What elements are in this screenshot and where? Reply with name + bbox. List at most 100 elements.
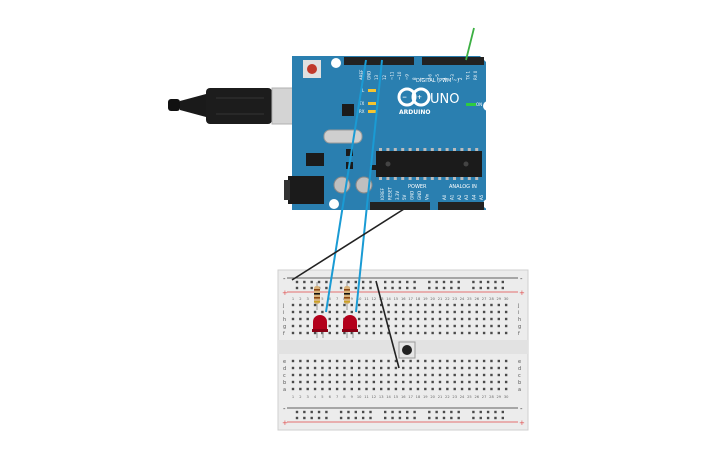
- breadboard-hole[interactable]: [468, 303, 471, 307]
- breadboard-hole[interactable]: [365, 366, 368, 370]
- rail-hole[interactable]: [472, 280, 475, 284]
- breadboard-hole[interactable]: [350, 310, 353, 314]
- breadboard-hole[interactable]: [365, 380, 368, 384]
- breadboard-hole[interactable]: [394, 373, 398, 377]
- breadboard-hole[interactable]: [416, 359, 420, 363]
- breadboard-hole[interactable]: [482, 380, 486, 384]
- breadboard-hole[interactable]: [431, 387, 434, 391]
- breadboard-hole[interactable]: [460, 366, 464, 370]
- breadboard-hole[interactable]: [350, 380, 353, 384]
- breadboard-hole[interactable]: [291, 387, 295, 391]
- breadboard-hole[interactable]: [468, 331, 471, 335]
- breadboard-hole[interactable]: [497, 380, 500, 384]
- rail-hole[interactable]: [479, 280, 482, 284]
- breadboard-hole[interactable]: [365, 387, 368, 391]
- breadboard-hole[interactable]: [446, 324, 449, 328]
- breadboard-hole[interactable]: [350, 331, 353, 335]
- breadboard-hole[interactable]: [328, 303, 331, 307]
- rail-hole[interactable]: [339, 280, 343, 284]
- breadboard-hole[interactable]: [365, 310, 368, 314]
- breadboard-hole[interactable]: [394, 331, 398, 335]
- breadboard-hole[interactable]: [372, 317, 376, 321]
- breadboard-hole[interactable]: [490, 317, 493, 321]
- breadboard-hole[interactable]: [402, 331, 405, 335]
- breadboard-hole[interactable]: [460, 373, 464, 377]
- red-led-1[interactable]: [312, 315, 328, 338]
- breadboard-hole[interactable]: [299, 317, 302, 321]
- rail-hole[interactable]: [317, 280, 321, 284]
- breadboard-hole[interactable]: [380, 310, 383, 314]
- breadboard-hole[interactable]: [482, 317, 486, 321]
- breadboard-hole[interactable]: [475, 380, 478, 384]
- breadboard-hole[interactable]: [490, 380, 493, 384]
- breadboard-hole[interactable]: [446, 359, 449, 363]
- breadboard-hole[interactable]: [372, 359, 376, 363]
- rail-hole[interactable]: [339, 286, 343, 290]
- rail-hole[interactable]: [479, 286, 482, 290]
- breadboard-hole[interactable]: [416, 310, 420, 314]
- breadboard-hole[interactable]: [446, 380, 449, 384]
- breadboard-hole[interactable]: [343, 380, 346, 384]
- breadboard-hole[interactable]: [335, 310, 339, 314]
- breadboard-hole[interactable]: [504, 303, 508, 307]
- rail-hole[interactable]: [325, 286, 328, 290]
- breadboard-hole[interactable]: [431, 317, 434, 321]
- breadboard-hole[interactable]: [335, 380, 339, 384]
- breadboard-hole[interactable]: [416, 373, 420, 377]
- rail-hole[interactable]: [361, 416, 365, 420]
- breadboard-hole[interactable]: [446, 366, 449, 370]
- breadboard-hole[interactable]: [402, 366, 405, 370]
- breadboard-hole[interactable]: [497, 366, 500, 370]
- breadboard-hole[interactable]: [299, 324, 302, 328]
- rail-hole[interactable]: [310, 286, 313, 290]
- breadboard-hole[interactable]: [460, 324, 464, 328]
- breadboard-hole[interactable]: [291, 324, 295, 328]
- breadboard-hole[interactable]: [453, 331, 456, 335]
- breadboard-hole[interactable]: [504, 380, 508, 384]
- breadboard-hole[interactable]: [468, 324, 471, 328]
- rail-hole[interactable]: [435, 416, 438, 420]
- rail-hole[interactable]: [457, 286, 460, 290]
- breadboard-hole[interactable]: [504, 310, 508, 314]
- breadboard-hole[interactable]: [350, 303, 353, 307]
- rail-hole[interactable]: [398, 416, 402, 420]
- breadboard-hole[interactable]: [446, 331, 449, 335]
- breadboard-hole[interactable]: [416, 387, 420, 391]
- breadboard-hole[interactable]: [313, 373, 317, 377]
- breadboard-hole[interactable]: [424, 331, 427, 335]
- rail-hole[interactable]: [472, 286, 475, 290]
- breadboard-hole[interactable]: [431, 324, 434, 328]
- breadboard-hole[interactable]: [409, 387, 412, 391]
- rail-hole[interactable]: [317, 416, 321, 420]
- rail-hole[interactable]: [354, 410, 357, 414]
- breadboard-hole[interactable]: [343, 310, 346, 314]
- rail-hole[interactable]: [361, 410, 365, 414]
- breadboard-hole[interactable]: [504, 331, 508, 335]
- breadboard-hole[interactable]: [394, 387, 398, 391]
- rail-hole[interactable]: [369, 280, 372, 284]
- breadboard-hole[interactable]: [402, 303, 405, 307]
- rail-hole[interactable]: [303, 280, 306, 284]
- breadboard-hole[interactable]: [299, 359, 302, 363]
- breadboard-hole[interactable]: [409, 373, 412, 377]
- rail-hole[interactable]: [347, 280, 350, 284]
- breadboard-hole[interactable]: [365, 359, 368, 363]
- breadboard-hole[interactable]: [482, 387, 486, 391]
- breadboard-hole[interactable]: [335, 331, 339, 335]
- breadboard-hole[interactable]: [490, 331, 493, 335]
- rail-hole[interactable]: [303, 286, 306, 290]
- breadboard-hole[interactable]: [460, 359, 464, 363]
- breadboard-hole[interactable]: [409, 359, 412, 363]
- breadboard-hole[interactable]: [504, 324, 508, 328]
- breadboard-hole[interactable]: [468, 373, 471, 377]
- breadboard-hole[interactable]: [402, 317, 405, 321]
- breadboard-hole[interactable]: [424, 317, 427, 321]
- breadboard-hole[interactable]: [306, 359, 309, 363]
- breadboard-hole[interactable]: [431, 366, 434, 370]
- breadboard-hole[interactable]: [306, 303, 309, 307]
- breadboard-hole[interactable]: [424, 324, 427, 328]
- breadboard-hole[interactable]: [468, 317, 471, 321]
- breadboard-hole[interactable]: [299, 387, 302, 391]
- breadboard-hole[interactable]: [394, 380, 398, 384]
